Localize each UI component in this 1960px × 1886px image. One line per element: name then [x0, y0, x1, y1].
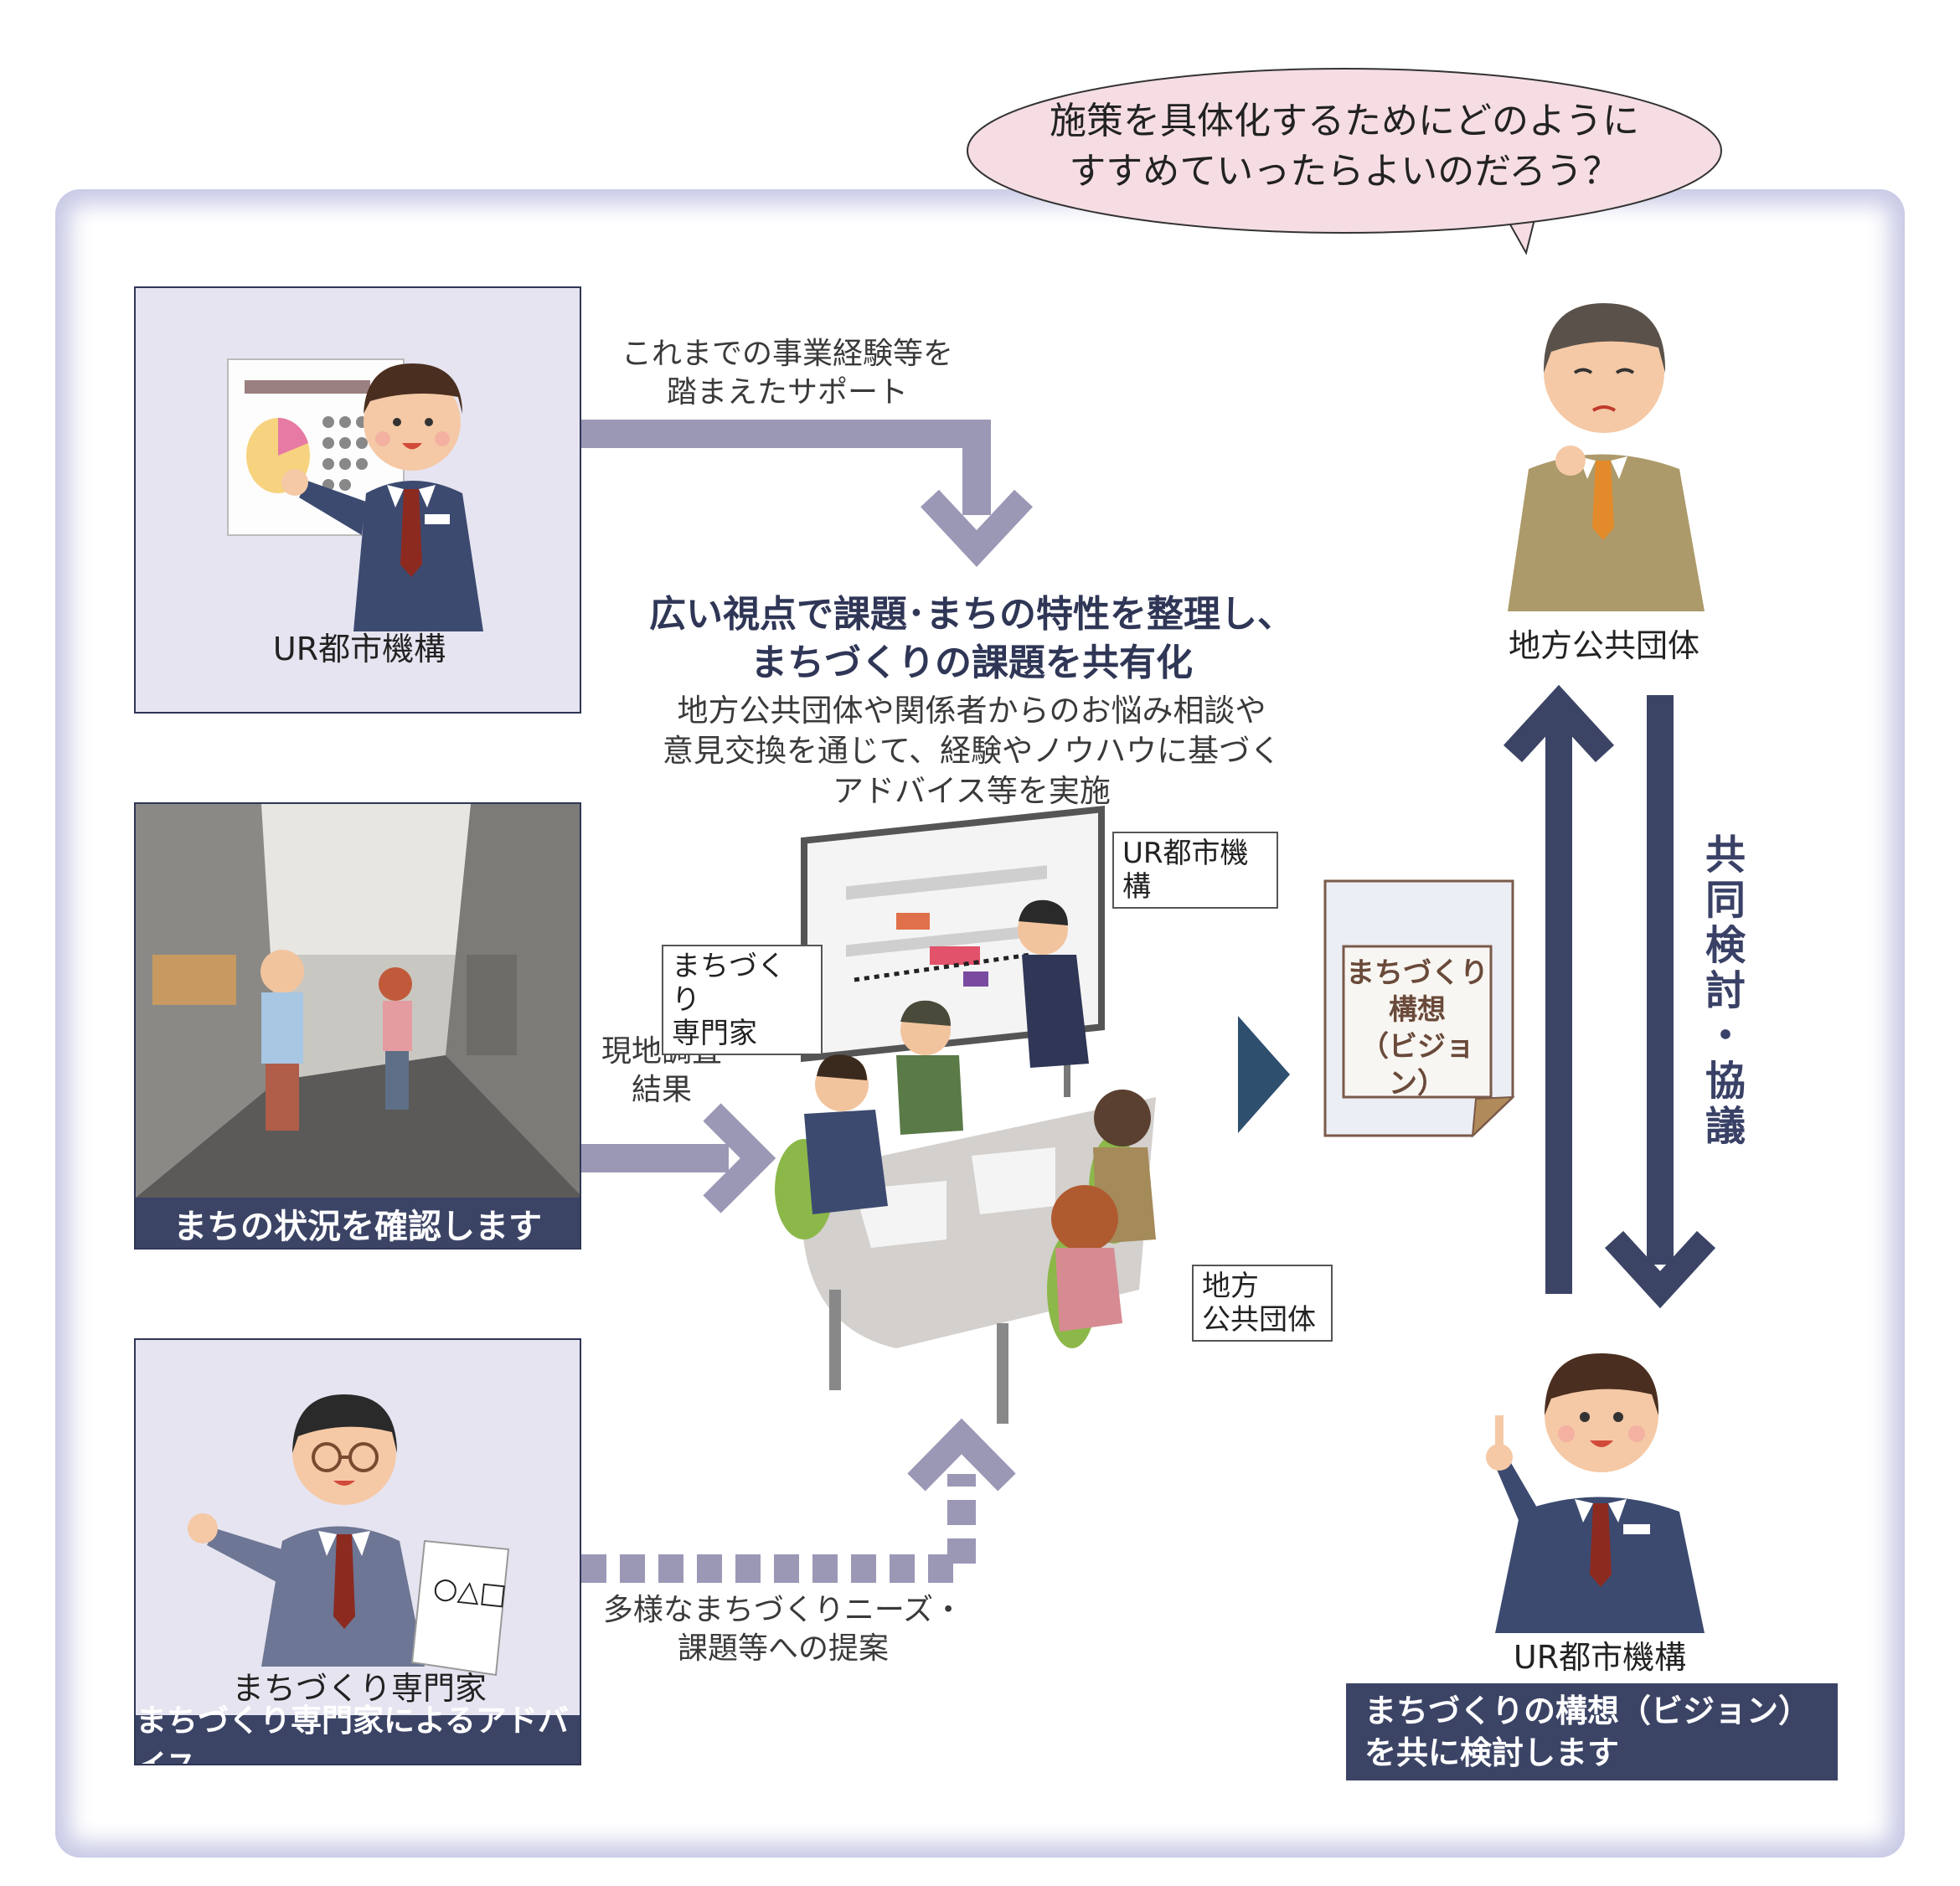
ur-right-label: UR都市機構 [1513, 1639, 1687, 1676]
vision-document-text: まちづくり 構想 （ビジョン） [1346, 956, 1488, 1100]
arrow-joint-label: 共同検討・協議 [1698, 833, 1745, 1150]
local-gov-label: 地方公共団体 [1508, 627, 1700, 664]
next-step-triangle [1238, 1016, 1290, 1133]
callout-expert: まちづくり 専門家 [662, 945, 823, 1055]
street-photo [136, 804, 580, 1198]
speech-bubble [967, 68, 1722, 255]
center-headline: 広い視点で課題･まちの特性を整理し、 まちづくりの課題を共有化 [649, 593, 1294, 684]
callout-local: 地方 公共団体 [1192, 1265, 1333, 1342]
meeting-illustration [775, 805, 1156, 1424]
local-gov-illustration [1508, 303, 1705, 611]
right-banner: まちづくりの構想（ビジョン） を共に検討します [1346, 1683, 1838, 1780]
card-ur-label: UR都市機構 [272, 631, 446, 667]
arrow-proposal-label: 多様なまちづくりニーズ・ 課題等への提案 [602, 1593, 964, 1666]
card-street-banner: まちの状況を確認します [136, 1198, 580, 1248]
card-expert-advice: ○△□ まちづくり専門家 まちづくり専門家によるアドバイス [134, 1338, 581, 1765]
callout-ur: UR都市機構 [1112, 832, 1278, 909]
card-street-survey: まちの状況を確認します [134, 802, 581, 1250]
ur-right-illustration [1486, 1353, 1705, 1633]
card-expert-label: まちづくり専門家 [231, 1670, 487, 1707]
right-banner-text: まちづくりの構想（ビジョン） を共に検討します [1364, 1693, 1811, 1771]
presenter-illustration [227, 358, 483, 631]
center-body: 地方公共団体や関係者からのお悩み相談や 意見交換を通じて、経験やノウハウに基づく… [662, 693, 1282, 809]
card-ur-support: UR都市機構 [134, 286, 581, 714]
vision-document [1323, 879, 1515, 1138]
expert-illustration [188, 1394, 510, 1677]
speech-bubble-text: 施策を具体化するためにどのように すすめていったらよいのだろう？ [1050, 100, 1639, 193]
arrow-support-label: これまでの事業経験等を 踏まえたサポート [621, 337, 953, 410]
